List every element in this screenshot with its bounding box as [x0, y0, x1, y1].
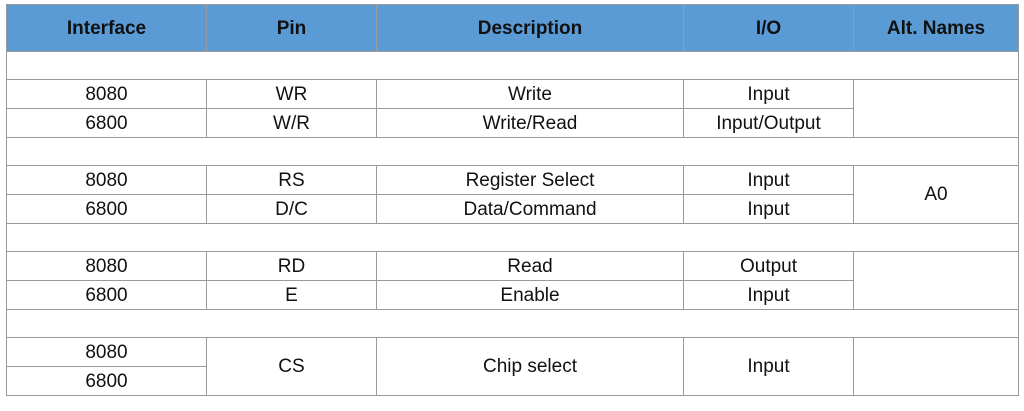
header-interface: Interface [6, 4, 207, 52]
spacer-row [6, 137, 1019, 166]
alt-names-cell [853, 337, 1019, 396]
alt-names-cell [853, 251, 1019, 310]
spacer-cell [6, 223, 1019, 252]
table-row: 6800 [6, 366, 1019, 396]
interface-cell: 6800 [6, 366, 207, 396]
description-cell: Read [376, 251, 684, 281]
table-row: 8080 WR Write Input [6, 79, 1019, 138]
table-row: 6800 E Enable Input [6, 280, 1019, 310]
pin-cell: D/C [206, 194, 377, 224]
spacer-cell [6, 137, 1019, 166]
interface-cell: 8080 [6, 251, 207, 281]
interface-cell: 8080 [6, 165, 207, 195]
description-cell: Enable [376, 280, 684, 310]
description-cell: Write/Read [376, 108, 684, 138]
table-row: 6800 D/C Data/Command Input [6, 194, 1019, 224]
io-cell: Input/Output [683, 108, 854, 138]
spacer-row [6, 309, 1019, 338]
spacer-cell [6, 51, 1019, 80]
header-pin: Pin [206, 4, 377, 52]
description-cell: Write [376, 79, 684, 109]
table-row: 6800 W/R Write/Read Input/Output [6, 108, 1019, 138]
table-header: Interface Pin Description I/O Alt. Names [6, 4, 1019, 52]
description-cell: Register Select [376, 165, 684, 195]
spacer-cell [6, 309, 1019, 338]
interface-cell: 6800 [6, 194, 207, 224]
io-cell: Input [683, 280, 854, 310]
pin-cell: W/R [206, 108, 377, 138]
pin-table: Interface Pin Description I/O Alt. Names… [6, 4, 1019, 396]
header-alt-names: Alt. Names [853, 4, 1019, 52]
table-row: 8080 RD Read Output [6, 251, 1019, 310]
spacer-row [6, 223, 1019, 252]
table-row: 8080 RS Register Select Input A0 [6, 165, 1019, 224]
io-cell: Input [683, 165, 854, 195]
description-cell: Data/Command [376, 194, 684, 224]
pin-cell: WR [206, 79, 377, 109]
interface-cell: 8080 [6, 79, 207, 109]
table-row: 8080 CS Chip select Input [6, 337, 1019, 396]
io-cell: Input [683, 337, 854, 396]
io-cell: Output [683, 251, 854, 281]
spacer-row [6, 51, 1019, 80]
pin-cell: E [206, 280, 377, 310]
interface-cell: 8080 [6, 337, 207, 367]
alt-names-cell: A0 [853, 165, 1019, 224]
pin-cell: CS [206, 337, 377, 396]
io-cell: Input [683, 194, 854, 224]
interface-cell: 6800 [6, 108, 207, 138]
alt-names-cell [853, 79, 1019, 138]
pin-cell: RD [206, 251, 377, 281]
pin-cell: RS [206, 165, 377, 195]
header-io: I/O [683, 4, 854, 52]
header-description: Description [376, 4, 684, 52]
interface-cell: 6800 [6, 280, 207, 310]
description-cell: Chip select [376, 337, 684, 396]
io-cell: Input [683, 79, 854, 109]
